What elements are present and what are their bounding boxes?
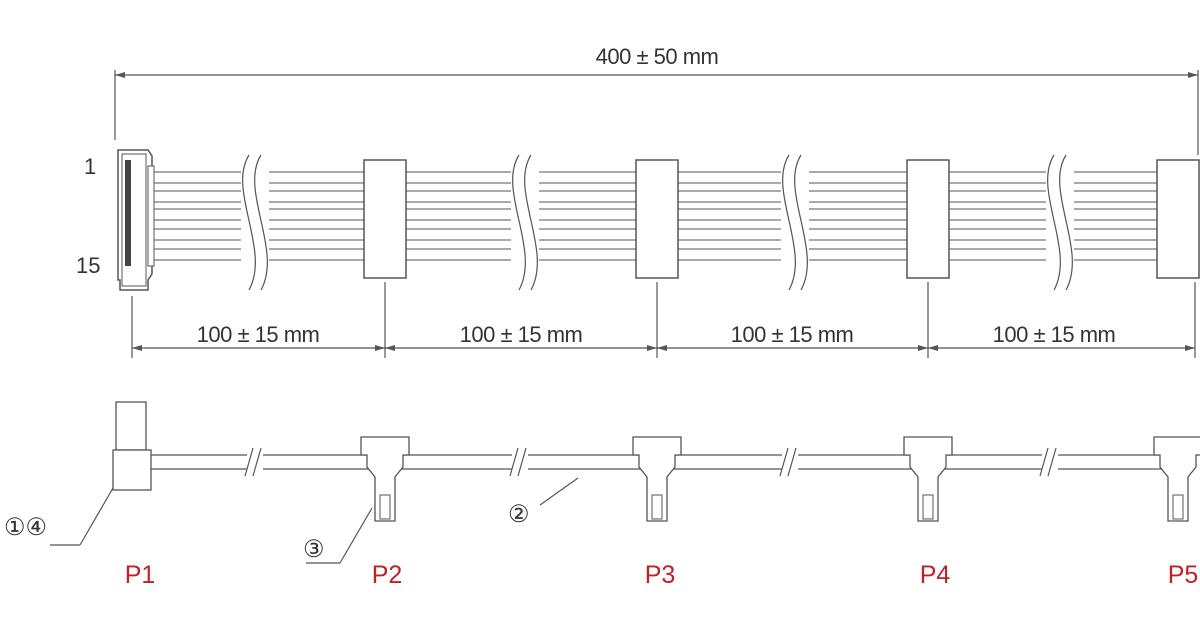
- break-mark: [794, 154, 808, 291]
- p1-side-top: [115, 401, 147, 451]
- break-mark: [517, 447, 527, 477]
- break-mark: [782, 154, 796, 291]
- arrowhead: [657, 345, 667, 351]
- segment-length-3: 100 ± 15 mm: [730, 322, 854, 347]
- plug-key: [651, 494, 663, 520]
- connector-label-p1: P1: [124, 561, 156, 589]
- break-mark: [254, 154, 268, 291]
- break-mark: [1047, 154, 1061, 291]
- plug-key: [922, 494, 934, 520]
- p1-side-body: [112, 449, 152, 491]
- arrowhead: [928, 345, 938, 351]
- leader-line: [79, 487, 114, 546]
- p1-contact-slot: [125, 160, 131, 266]
- break-mark: [1047, 447, 1057, 477]
- arrowhead: [375, 345, 385, 351]
- idc-plug-top-view: [1156, 159, 1200, 279]
- segment-length-4: 100 ± 15 mm: [992, 322, 1116, 347]
- break-mark: [242, 154, 256, 291]
- break-mark: [1059, 154, 1073, 291]
- leader-line: [339, 507, 373, 564]
- idc-plug-top-view: [906, 159, 950, 279]
- segment-length-2: 100 ± 15 mm: [459, 322, 583, 347]
- break-mark: [524, 154, 538, 291]
- idc-plug-side-view: [360, 436, 410, 522]
- pin-1-label: 1: [84, 154, 97, 179]
- break-mark: [1039, 447, 1049, 477]
- plug-key: [379, 494, 391, 520]
- connector-label-p4: P4: [919, 561, 951, 589]
- arrowhead: [918, 345, 928, 351]
- arrowhead: [1185, 345, 1195, 351]
- idc-plug-side-view: [1153, 436, 1200, 522]
- idc-plug-side-view: [632, 436, 682, 522]
- break-mark: [252, 447, 262, 477]
- break-mark: [512, 154, 526, 291]
- p1-connector-inner: [121, 153, 147, 287]
- arrowhead: [115, 72, 125, 78]
- break-mark: [787, 447, 797, 477]
- arrowhead: [132, 345, 142, 351]
- p1-connector-body: [117, 149, 153, 291]
- callout-3: ③: [303, 536, 325, 563]
- break-mark: [779, 447, 789, 477]
- arrowhead: [1188, 72, 1198, 78]
- idc-plug-top-view: [635, 159, 679, 279]
- callout-1-4: ①④: [4, 514, 48, 541]
- connector-label-p2: P2: [371, 561, 403, 589]
- segment-length-1: 100 ± 15 mm: [196, 322, 320, 347]
- callout-2: ②: [508, 501, 530, 528]
- connector-label-p3: P3: [644, 561, 676, 589]
- overall-length-dimension: 400 ± 50 mm: [595, 44, 719, 69]
- arrowhead: [647, 345, 657, 351]
- connector-label-p5: P5: [1167, 561, 1199, 589]
- idc-plug-side-view: [903, 436, 953, 522]
- idc-plug-top-view: [363, 159, 407, 279]
- arrowhead: [385, 345, 395, 351]
- pin-15-label: 15: [76, 253, 101, 278]
- break-mark: [244, 447, 254, 477]
- plug-key: [1172, 494, 1184, 520]
- p1-strain-relief: [147, 165, 155, 267]
- leader-line: [539, 477, 579, 506]
- break-mark: [509, 447, 519, 477]
